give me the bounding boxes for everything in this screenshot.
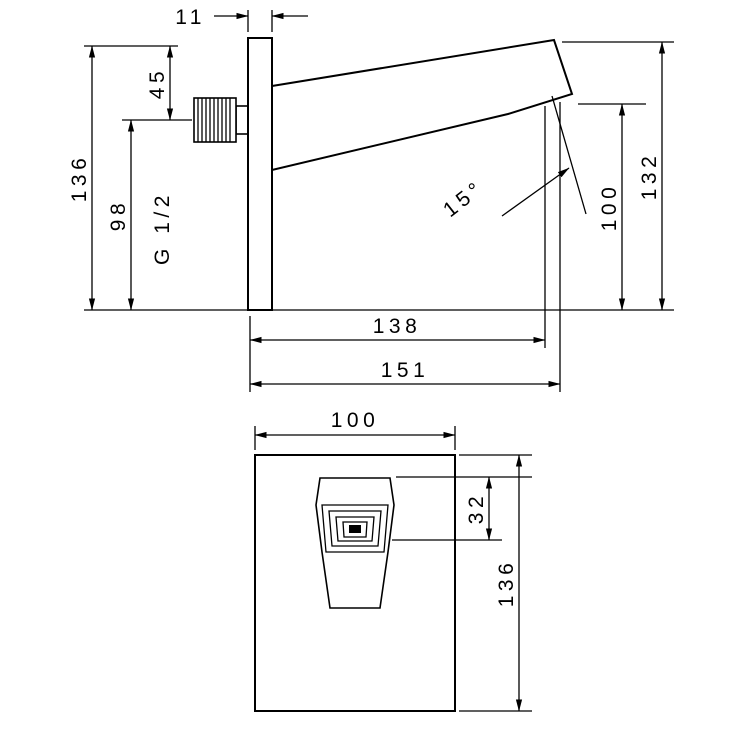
dim-spout-top-section-label: 32 [465,492,488,524]
dim-total-reach-label: 151 [381,359,430,382]
thread-collar [235,105,249,135]
dim-plate-width: 100 [254,409,456,450]
dim-outlet-reach-label: 138 [373,315,422,338]
thread-body [193,97,237,143]
spout-side [271,38,574,172]
dim-inlet-center-label: 98 [107,199,130,231]
thread-hatching [197,98,231,142]
outlet-frame [321,504,389,553]
dim-spout-top-section: 32 [392,476,532,541]
dim-tip-height-label: 132 [638,152,661,201]
leader-line [501,167,570,217]
spout-front [315,477,395,609]
dim-spout-angle: 15° [439,167,570,222]
outlet-slot [349,525,361,533]
dim-front-plate-height: 136 [459,454,532,712]
dim-inlet-center: 98 [107,119,135,311]
dim-tip-height: 132 [638,41,666,311]
side-view: 11 136 98 45 G 1/2 100 [68,6,674,392]
outlet-frame [342,521,368,538]
dim-top-offset-label: 45 [146,67,169,99]
spout-outlet-frames [321,504,389,553]
front-view: 100 32 136 [254,409,532,712]
dim-outlet-reach: 138 [249,315,546,344]
dim-plate-thickness: 11 [175,6,308,32]
dim-total-reach: 151 [249,359,561,388]
outlet-frame [335,516,375,542]
dim-front-plate-height-label: 136 [495,559,518,608]
dim-spout-angle-label: 15° [439,176,489,222]
dim-plate-thickness-label: 11 [175,6,206,29]
dim-outlet-height-label: 100 [598,183,621,232]
dim-top-offset: 45 [146,45,174,121]
wall-plate-side [247,37,273,311]
angle-reference-line [551,95,587,215]
outlet-frame [328,510,382,547]
inlet-thread [193,97,249,143]
dim-plate-width-label: 100 [331,409,380,432]
dim-plate-height-label: 136 [68,154,91,203]
dim-plate-height: 136 [68,45,96,311]
thread-size-label: G 1/2 [151,191,174,265]
dim-outlet-height: 100 [598,103,626,311]
